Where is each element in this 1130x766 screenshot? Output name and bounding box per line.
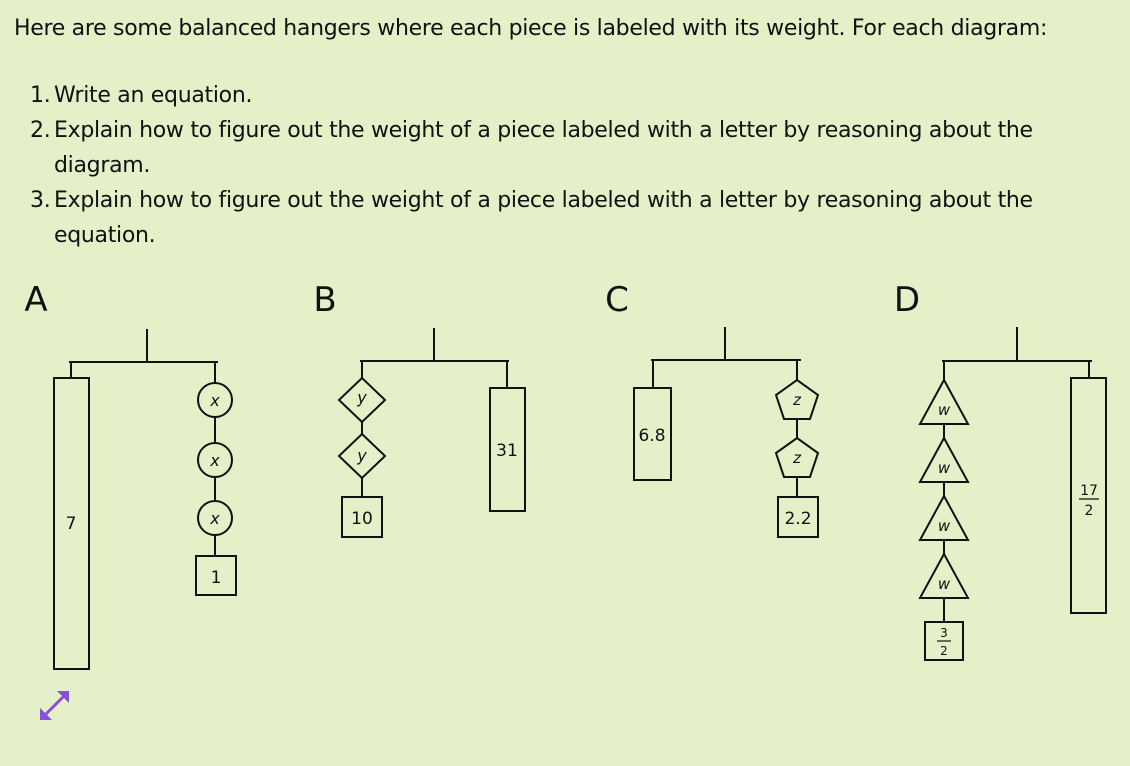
hanger-b: B y y 10 31 (313, 280, 526, 538)
hanger-label: A (24, 280, 47, 320)
fraction-denominator: 2 (1085, 503, 1094, 519)
piece-variable: z (792, 391, 802, 409)
hanger-c: C 6.8 z z 2.2 (605, 280, 820, 538)
piece-variable: y (356, 446, 367, 465)
weight-value: 6.8 (638, 426, 665, 446)
hanger-label: D (894, 280, 920, 320)
step-number: 3. (30, 188, 51, 213)
weight-value: 7 (66, 514, 77, 534)
triangle-piece (918, 551, 970, 599)
hanger-a: A 7 x x x 1 (24, 280, 237, 670)
fraction-numerator: 3 (940, 626, 948, 640)
diamond-piece (337, 432, 387, 480)
circle-piece (197, 442, 233, 478)
pentagon-piece (774, 436, 820, 478)
triangle-piece (918, 493, 970, 541)
fraction-denominator: 2 (940, 644, 948, 658)
hanger-d: D w w w w 3 2 17 2 (894, 280, 1107, 661)
diamond-piece (337, 376, 387, 424)
pentagon-piece (774, 378, 820, 420)
weight-block (777, 496, 819, 538)
step-text: Explain how to figure out the weight of … (54, 188, 1033, 248)
instruction-list: 1.Write an equation. 2.Explain how to fi… (30, 78, 1040, 253)
step-number: 1. (30, 83, 51, 108)
piece-variable: w (938, 517, 951, 535)
fraction-numerator: 17 (1080, 483, 1098, 499)
step-text: Write an equation. (54, 83, 253, 108)
piece-variable: w (938, 575, 951, 593)
resize-arrows-icon[interactable] (40, 691, 69, 720)
weight-block (489, 387, 526, 512)
triangle-piece (918, 435, 970, 483)
weight-block (195, 555, 237, 596)
piece-variable: w (938, 459, 951, 477)
hanger-label: C (605, 280, 629, 320)
weight-value: 1 (211, 568, 222, 588)
hanger-label: B (313, 280, 336, 320)
triangle-piece (918, 377, 970, 425)
weight-block (1070, 377, 1107, 614)
instruction-step: 1.Write an equation. (30, 78, 1040, 113)
piece-variable: x (209, 509, 220, 528)
piece-variable: x (209, 391, 220, 410)
intro-text: Here are some balanced hangers where eac… (14, 16, 1048, 41)
weight-value: 31 (496, 441, 518, 461)
weight-block (53, 377, 90, 670)
hanger-diagrams: A 7 x x x 1 B y y 10 (24, 280, 1107, 720)
weight-block (341, 496, 383, 538)
instruction-step: 3.Explain how to figure out the weight o… (30, 183, 1040, 253)
piece-variable: x (209, 451, 220, 470)
piece-variable: y (356, 388, 367, 407)
weight-value: 2.2 (784, 509, 811, 529)
piece-variable: w (938, 401, 951, 419)
circle-piece (197, 500, 233, 536)
piece-variable: z (792, 449, 802, 467)
circle-piece (197, 382, 233, 418)
weight-block (633, 387, 672, 481)
step-text: Explain how to figure out the weight of … (54, 118, 1033, 178)
step-number: 2. (30, 118, 51, 143)
weight-value: 10 (351, 509, 373, 529)
instruction-step: 2.Explain how to figure out the weight o… (30, 113, 1040, 183)
